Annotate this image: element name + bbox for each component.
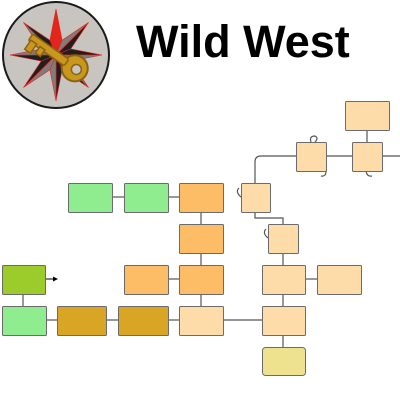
map-nodes (2, 101, 390, 376)
key-icon (23, 34, 89, 83)
key-shaft (28, 34, 69, 66)
logo-emblem (2, 1, 110, 109)
map-node-top-right-peak[interactable] (345, 101, 390, 131)
key-hole (70, 63, 83, 76)
map-node-green-1[interactable] (68, 183, 113, 213)
map-node-orange-1[interactable] (179, 183, 224, 213)
connector-line (309, 135, 318, 143)
map-connections (22, 130, 400, 347)
map-node-green-2[interactable] (124, 183, 169, 213)
map-node-start[interactable] (2, 265, 46, 295)
page-title: Wild West (136, 16, 350, 67)
map-node-orange-2[interactable] (179, 224, 224, 254)
start-arrow-head (53, 276, 58, 282)
map-node-peach-4[interactable] (262, 306, 306, 336)
map-node-peach-2[interactable] (317, 265, 362, 295)
map-node-gold-2[interactable] (118, 306, 169, 336)
key-tooth (23, 39, 38, 55)
map-node-orange-3[interactable] (124, 265, 169, 295)
map-node-peach-3[interactable] (179, 306, 224, 336)
connector-line (236, 187, 242, 198)
map-node-branch-2[interactable] (268, 224, 299, 254)
key-tooth (34, 45, 46, 58)
map-node-branch-1[interactable] (241, 183, 271, 213)
connector-line (254, 155, 296, 183)
connector-line (254, 212, 284, 224)
map-node-final[interactable] (262, 347, 306, 376)
map-node-right-2[interactable] (352, 142, 383, 172)
map-node-right-1[interactable] (296, 142, 327, 172)
map-node-peach-1[interactable] (262, 265, 306, 295)
map-node-gold-1[interactable] (57, 306, 107, 336)
connector-line (263, 228, 269, 239)
map-node-green-3[interactable] (2, 306, 47, 336)
map-node-orange-4[interactable] (179, 265, 224, 295)
